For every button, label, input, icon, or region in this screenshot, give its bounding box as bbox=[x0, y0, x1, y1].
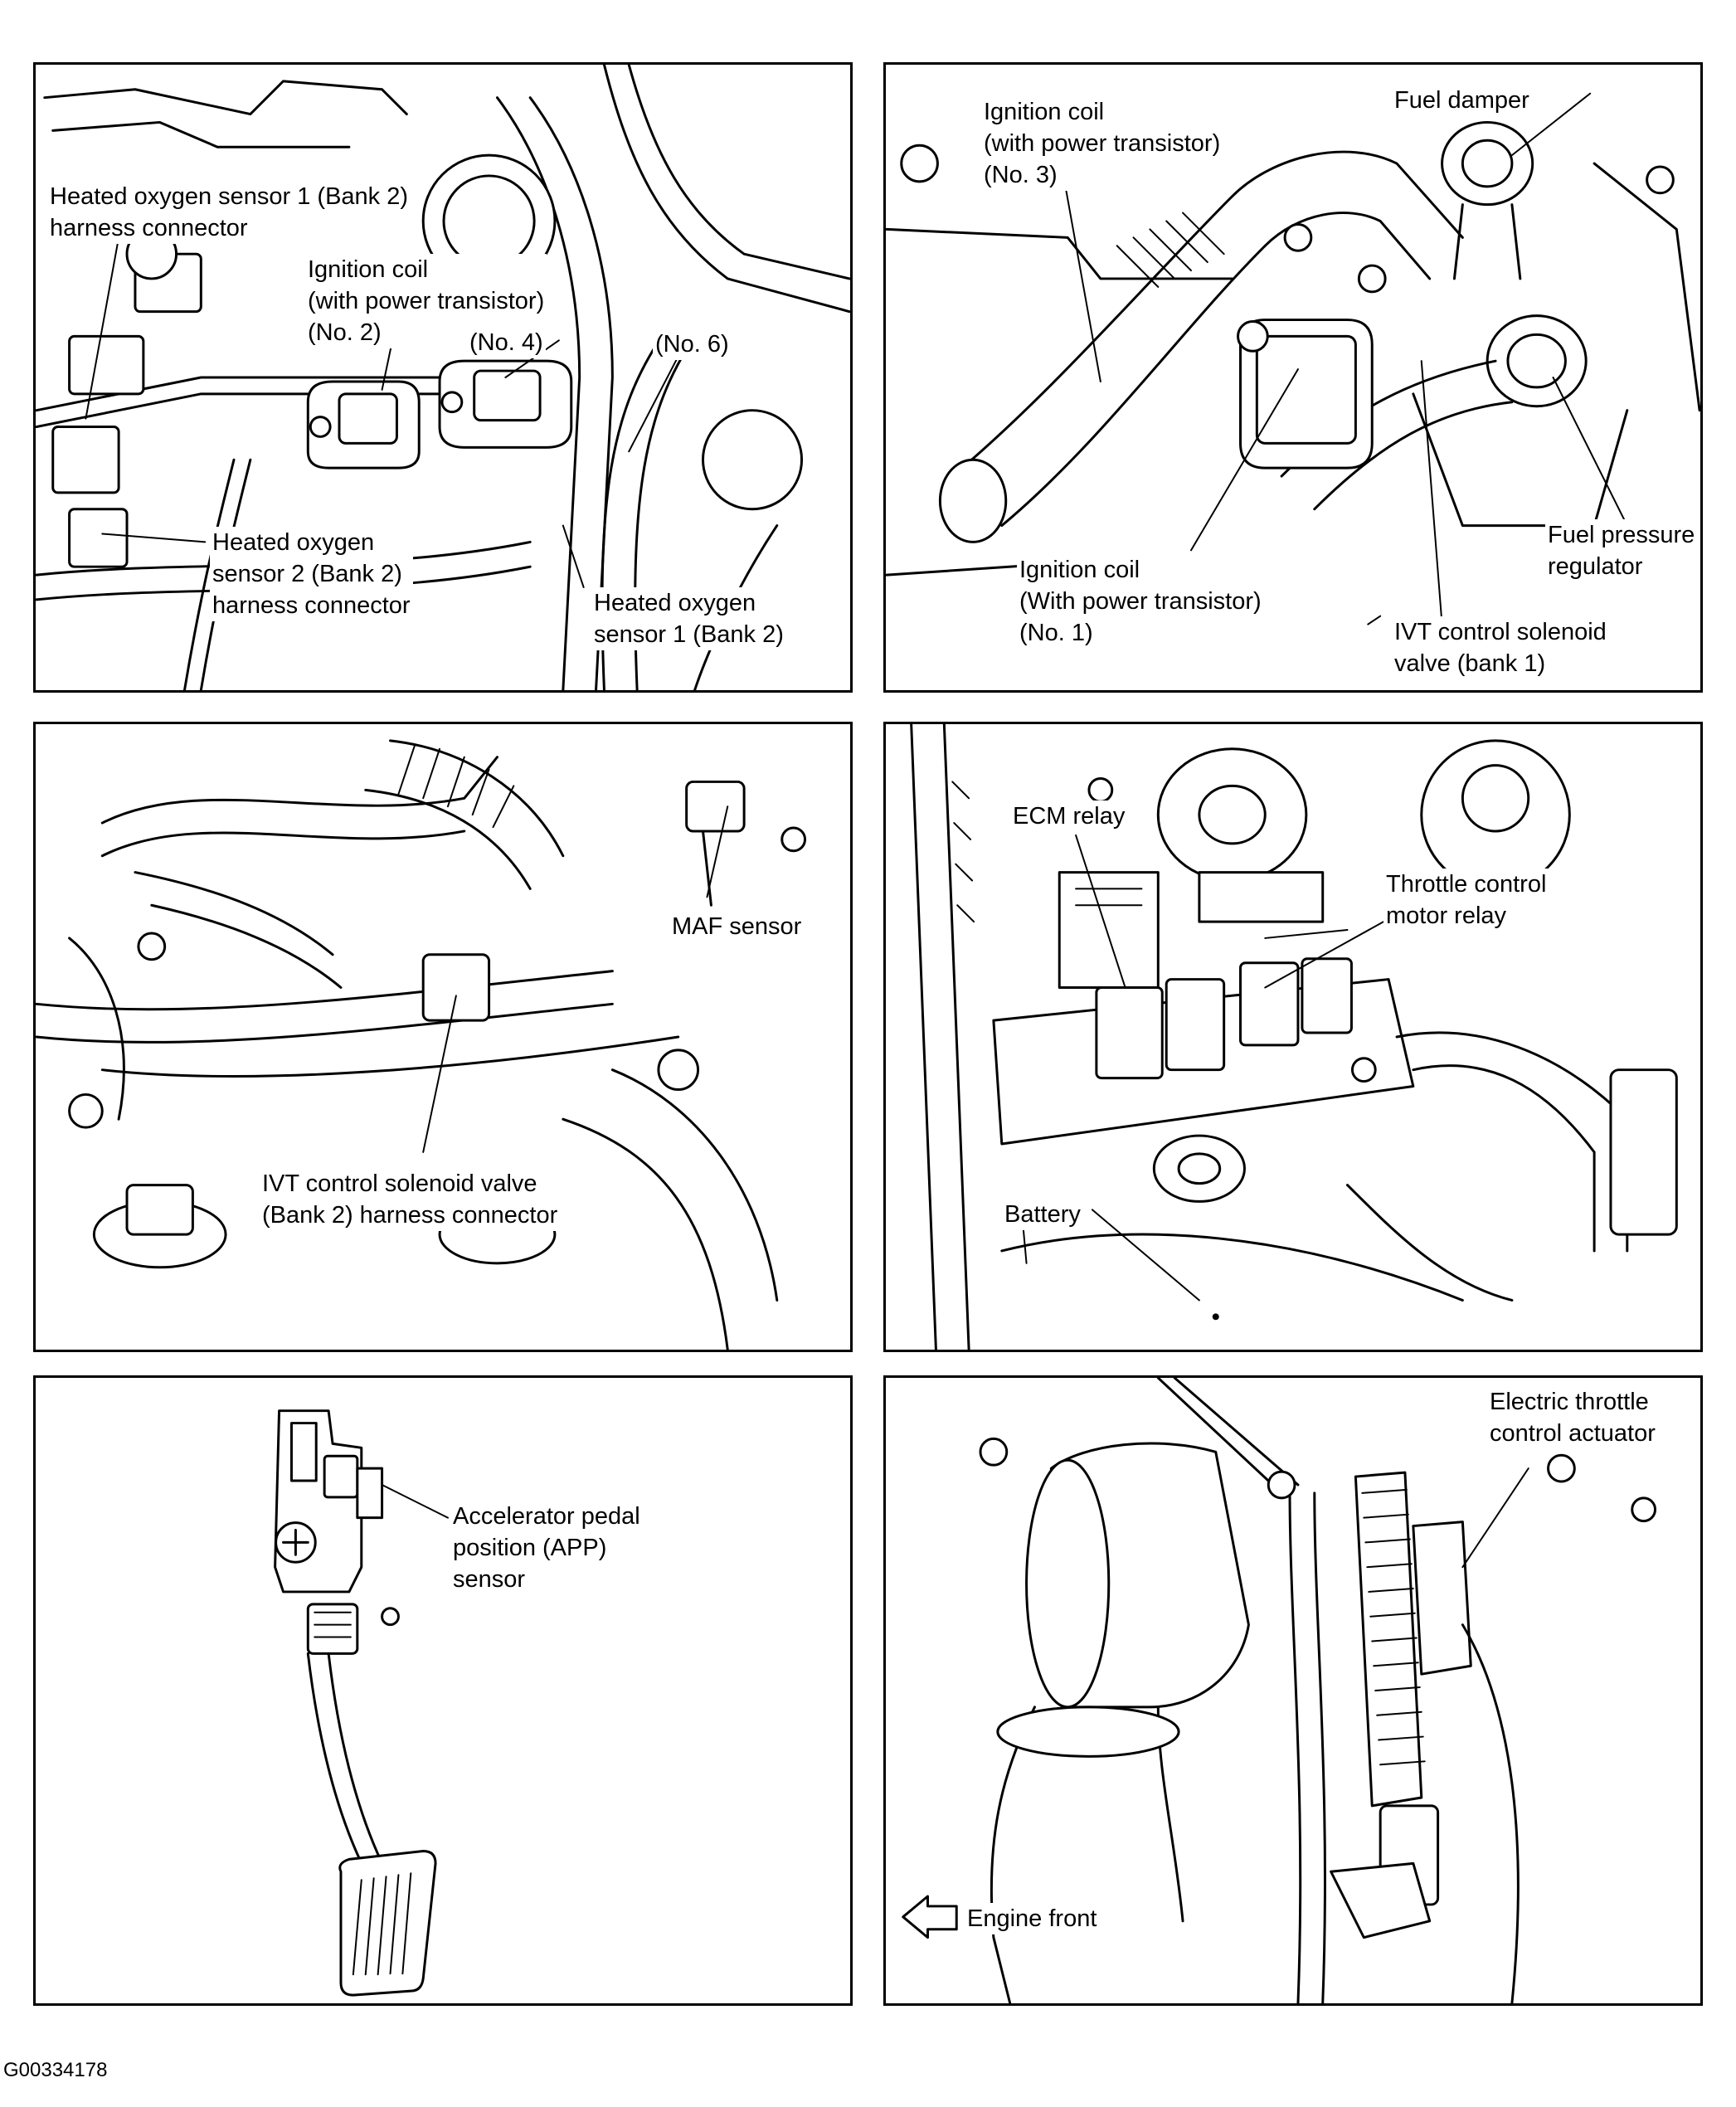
label-ecm-relay: ECM relay bbox=[1010, 800, 1128, 832]
label-engine-front: Engine front bbox=[965, 1903, 1100, 1934]
label-ivt-control-solenoid-valve-bank2-connector: IVT control solenoid valve (Bank 2) harn… bbox=[260, 1168, 561, 1231]
label-fuel-damper: Fuel damper bbox=[1392, 85, 1532, 116]
label-ignition-coil-no3: Ignition coil (with power transistor) (N… bbox=[981, 96, 1223, 191]
relay-box-illustration bbox=[910, 724, 1678, 1350]
panel-ignition-coils-fuel-regulator: Ignition coil (with power transistor) (N… bbox=[883, 62, 1703, 693]
label-ho2s2-bank2-harness-connector: Heated oxygen sensor 2 (Bank 2) harness … bbox=[210, 527, 413, 621]
label-throttle-control-motor-relay: Throttle control motor relay bbox=[1383, 869, 1549, 932]
accelerator-pedal-illustration bbox=[274, 1409, 449, 1997]
engine-bank2-illustration bbox=[36, 65, 850, 690]
maf-ivt-illustration bbox=[36, 739, 807, 1350]
label-battery: Battery bbox=[1002, 1199, 1083, 1230]
label-fuel-pressure-regulator: Fuel pressure regulator bbox=[1545, 519, 1698, 582]
label-ignition-coil-no4: (No. 4) bbox=[467, 327, 546, 358]
panel-maf-ivt-bank2: MAF sensor IVT control solenoid valve (B… bbox=[33, 722, 853, 1352]
label-ho2s1-bank2-harness-connector: Heated oxygen sensor 1 (Bank 2) harness … bbox=[47, 181, 411, 244]
label-ho2s1-bank2: Heated oxygen sensor 1 (Bank 2) bbox=[591, 587, 786, 650]
panel-electric-throttle-actuator: Electric throttle control actuator Engin… bbox=[883, 1375, 1703, 2006]
label-ignition-coil-no1: Ignition coil (With power transistor) (N… bbox=[1017, 554, 1264, 649]
label-ignition-coil-no6: (No. 6) bbox=[653, 328, 732, 360]
label-ivt-control-solenoid-valve-bank1: IVT control solenoid valve (bank 1) bbox=[1392, 616, 1609, 679]
throttle-actuator-illustration bbox=[902, 1378, 1657, 2003]
label-accelerator-pedal-position-sensor: Accelerator pedal position (APP) sensor bbox=[450, 1501, 643, 1595]
panel-ho2s-ignition-coils-bank2: Heated oxygen sensor 1 (Bank 2) harness … bbox=[33, 62, 853, 693]
figure-id: G00334178 bbox=[3, 2059, 108, 2081]
label-electric-throttle-control-actuator: Electric throttle control actuator bbox=[1487, 1386, 1658, 1449]
engine-front-arrow-icon bbox=[902, 1895, 958, 1939]
engine-bank1-illustration bbox=[886, 92, 1700, 625]
panel-relays-battery: ECM relay Throttle control motor relay B… bbox=[883, 722, 1703, 1352]
panel-accelerator-pedal: Accelerator pedal position (APP) sensor bbox=[33, 1375, 853, 2006]
label-maf-sensor: MAF sensor bbox=[669, 911, 805, 942]
